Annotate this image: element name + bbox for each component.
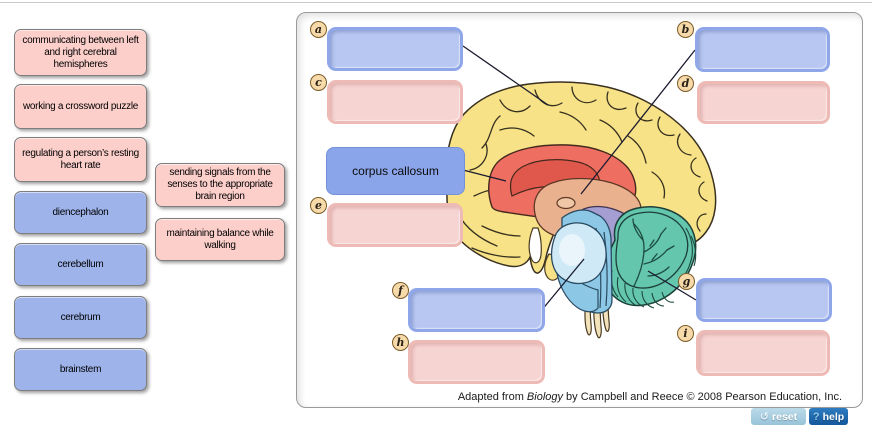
drop-zone-b[interactable] (695, 27, 830, 72)
letter-badge-h: h (392, 334, 409, 351)
tile-label: regulating a person’s resting heart rate (22, 147, 139, 171)
tile-label: sending signals from the senses to the a… (167, 167, 273, 202)
word-tile-maintaining-balance[interactable]: maintaining balance while walking (155, 218, 285, 261)
drop-zone-c[interactable] (327, 80, 463, 124)
letter-e: e (315, 199, 322, 212)
word-tile-resting-heart-rate[interactable]: regulating a person’s resting heart rate (14, 137, 147, 182)
letter-a: a (314, 23, 323, 36)
placed-tile-corpus-callosum[interactable]: corpus callosum (326, 147, 465, 195)
drop-zone-d[interactable] (697, 81, 830, 124)
letter-badge-a: a (310, 21, 327, 38)
drop-zone-i[interactable] (696, 330, 830, 376)
tile-label: communicating between left and right cer… (22, 34, 139, 70)
letter-h: h (396, 336, 405, 349)
drop-zone-e[interactable] (327, 203, 463, 247)
letter-badge-f: f (392, 282, 409, 299)
caption-book-title: Biology (526, 391, 563, 403)
word-tile-diencephalon[interactable]: diencephalon (14, 191, 147, 234)
figure-caption: Adapted from Biology by Campbell and Ree… (458, 391, 842, 403)
letter-badge-i: i (677, 325, 694, 342)
word-tile-brainstem[interactable]: brainstem (14, 348, 147, 391)
word-tile-communicating-hemispheres[interactable]: communicating between left and right cer… (14, 29, 147, 76)
tile-label: corpus callosum (352, 164, 439, 178)
word-tile-crossword-puzzle[interactable]: working a crossword puzzle (14, 84, 147, 129)
letter-c: c (315, 76, 322, 89)
word-tile-cerebrum[interactable]: cerebrum (14, 296, 147, 339)
question-mark-icon: ? (812, 410, 820, 423)
drop-zone-a[interactable] (327, 27, 463, 71)
window-top-divider (0, 2, 872, 3)
letter-badge-c: c (310, 74, 327, 91)
word-tile-sending-signals[interactable]: sending signals from the senses to the a… (155, 163, 285, 207)
letter-badge-d: d (677, 75, 694, 92)
letter-b: b (681, 23, 690, 36)
caption-suffix: by Campbell and Reece © 2008 Pearson Edu… (563, 391, 842, 403)
tile-label: working a crossword puzzle (22, 100, 139, 112)
drop-zone-f[interactable] (408, 288, 545, 332)
drop-zone-h[interactable] (408, 340, 545, 384)
tile-label: diencephalon (52, 206, 109, 218)
word-tile-cerebellum[interactable]: cerebellum (14, 243, 147, 286)
letter-i: i (683, 327, 688, 340)
tile-label: maintaining balance while walking (166, 227, 274, 251)
caption-prefix: Adapted from (457, 391, 527, 403)
help-button[interactable]: ? help (809, 408, 848, 425)
letter-badge-e: e (310, 197, 327, 214)
letter-d: d (681, 77, 690, 90)
tile-label: cerebrum (60, 311, 101, 323)
help-label: help (822, 410, 845, 423)
letter-badge-g: g (678, 273, 695, 290)
reset-label: reset (772, 410, 798, 423)
letter-badge-b: b (677, 21, 694, 38)
letter-g: g (682, 275, 691, 288)
drop-zone-g[interactable] (696, 278, 832, 322)
reset-icon: ↺ (759, 411, 770, 423)
tile-label: brainstem (59, 363, 102, 375)
letter-f: f (398, 284, 403, 297)
tile-label: cerebellum (57, 258, 104, 270)
reset-button[interactable]: ↺ reset (751, 408, 806, 425)
